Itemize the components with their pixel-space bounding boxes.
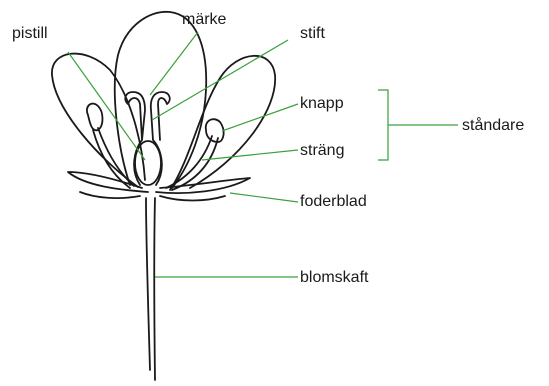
right-stamen-filament xyxy=(165,135,213,189)
left-stamen-filament-2 xyxy=(92,129,131,189)
leader-stift xyxy=(151,39,289,121)
label-standare: ståndare xyxy=(462,116,524,134)
label-blomskaft: blomskaft xyxy=(300,269,369,286)
left-sepal xyxy=(67,171,149,193)
right-sepal-lower xyxy=(159,195,226,202)
left-petal xyxy=(51,52,146,188)
leader-marke xyxy=(149,31,199,96)
leader-pistill xyxy=(67,51,146,161)
left-anther xyxy=(86,102,104,132)
standare-bracket xyxy=(378,89,458,161)
middle-petal xyxy=(113,11,208,189)
pistil-shape xyxy=(124,91,171,186)
label-marke: märke xyxy=(182,11,227,28)
left-stamen-filament xyxy=(97,127,135,187)
label-strang: sträng xyxy=(300,142,344,159)
right-petal xyxy=(169,54,276,191)
labels: pistill märke stift knapp sträng ståndar… xyxy=(12,11,524,286)
leader-foderblad xyxy=(229,192,299,203)
ovary xyxy=(134,140,162,186)
leader-strang xyxy=(201,149,299,161)
label-pistill: pistill xyxy=(12,25,48,42)
label-foderblad: foderblad xyxy=(300,193,367,210)
right-sepal xyxy=(155,177,251,194)
leader-lines xyxy=(67,31,458,278)
right-anther xyxy=(204,118,225,143)
stem xyxy=(145,197,156,381)
label-knapp: knapp xyxy=(300,95,344,112)
label-stift: stift xyxy=(300,25,325,42)
leader-knapp xyxy=(221,103,299,132)
left-sepal-lower xyxy=(79,191,141,199)
flower-drawing xyxy=(51,11,276,381)
